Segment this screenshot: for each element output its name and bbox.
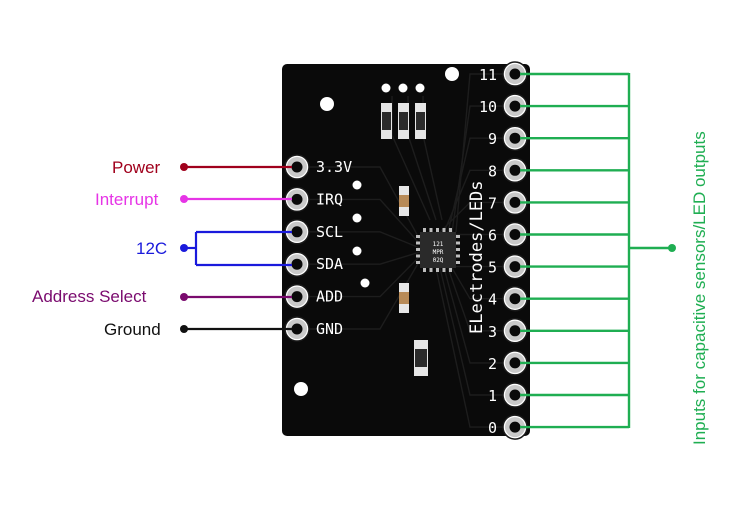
label-i2c: 12C <box>136 239 168 258</box>
connector-dot <box>180 244 188 252</box>
right-bracket-lines <box>520 72 676 429</box>
electrode-number: 11 <box>479 66 497 84</box>
smd-resistor <box>414 340 428 376</box>
header-pad <box>502 285 528 312</box>
mpr121-chip: 121 MPR 02Q <box>416 228 460 272</box>
chip-marking: 121 <box>433 241 444 248</box>
smd-capacitor <box>399 186 409 216</box>
header-pad <box>284 283 310 310</box>
header-pad <box>502 253 528 280</box>
breakout-board <box>282 64 530 436</box>
pin-label: ADD <box>316 288 343 306</box>
mounting-hole <box>294 382 308 396</box>
smd-resistor <box>398 103 409 139</box>
pin-label: IRQ <box>316 190 343 208</box>
label-address-select: Address Select <box>32 287 147 306</box>
electrode-number: 9 <box>488 130 497 148</box>
smd-resistor <box>415 103 426 139</box>
chip-marking: MPR <box>433 249 444 256</box>
mounting-hole <box>320 97 334 111</box>
connector-dot <box>180 163 188 171</box>
right-header-pads <box>502 61 528 440</box>
smd-components <box>381 103 428 376</box>
electrode-number: 1 <box>488 387 497 405</box>
electrode-number: 8 <box>488 162 497 180</box>
electrode-number: 7 <box>488 194 497 212</box>
header-pad <box>502 350 528 376</box>
smd-capacitor <box>399 283 409 313</box>
mounting-hole <box>445 67 459 81</box>
label-ground: Ground <box>104 320 161 339</box>
connector-dot <box>668 244 676 252</box>
chip-marking: 02Q <box>433 257 444 264</box>
header-pad <box>284 316 310 342</box>
header-pad <box>502 382 528 408</box>
label-capacitive-inputs: Inputs for capacitive sensors/LED output… <box>690 131 709 445</box>
pin-labels: 3.3V IRQ SCL SDA ADD GND <box>316 158 352 338</box>
electrode-number: 6 <box>488 227 497 245</box>
header-pad <box>284 219 310 245</box>
label-power: Power <box>112 158 161 177</box>
connector-dot <box>180 195 188 203</box>
header-pad <box>284 186 310 213</box>
left-header-pads <box>284 154 310 342</box>
pin-label: 3.3V <box>316 158 352 176</box>
pin-label: GND <box>316 320 343 338</box>
electrode-number: 3 <box>488 323 497 341</box>
header-pad <box>502 125 528 151</box>
pin-label: SCL <box>316 223 343 241</box>
electrode-number: 0 <box>488 419 497 437</box>
electrode-number: 10 <box>479 98 497 116</box>
silkscreen-title: ELectrodes/LEDs <box>467 180 487 334</box>
header-pad <box>284 154 310 180</box>
connector-dot <box>180 293 188 301</box>
smd-resistor <box>381 103 392 139</box>
header-pad <box>502 318 528 344</box>
label-interrupt: Interrupt <box>95 190 159 209</box>
vias <box>352 83 425 288</box>
header-pad <box>502 414 528 440</box>
electrode-number: 5 <box>488 259 497 277</box>
pin-label: SDA <box>316 255 343 273</box>
left-connector-lines <box>180 163 292 333</box>
electrode-number: 4 <box>488 291 497 309</box>
electrode-number: 2 <box>488 355 497 373</box>
connector-dot <box>180 325 188 333</box>
